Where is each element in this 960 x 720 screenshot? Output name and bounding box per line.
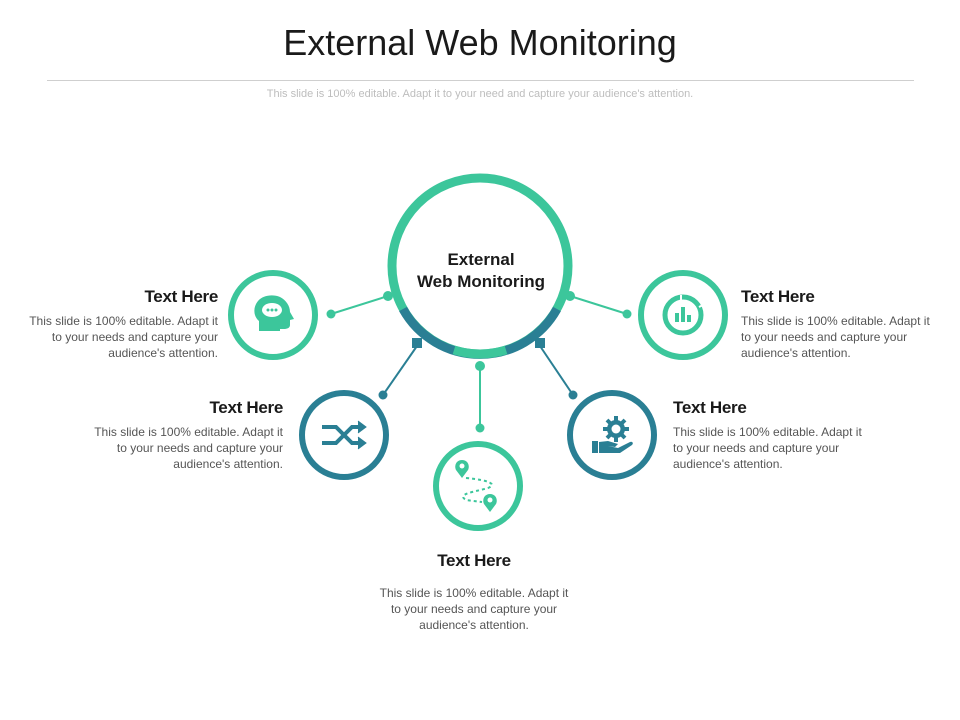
connector-dot (568, 390, 578, 400)
slide-title: External Web Monitoring (283, 22, 677, 63)
item-heading: Text Here (144, 287, 218, 306)
hub-label-line2: Web Monitoring (416, 272, 546, 291)
connector-top-right (569, 295, 628, 315)
item-description: This slide is 100% editable. Adapt it to… (29, 314, 218, 360)
item-heading: Text Here (673, 398, 747, 417)
gear-hand-icon (592, 416, 633, 453)
item-heading: Text Here (741, 287, 815, 306)
connector-dot (622, 309, 632, 319)
connector-dot (378, 390, 388, 400)
title-divider (47, 80, 914, 81)
connector-top-left (330, 295, 389, 315)
hub-label-line1: External (447, 250, 515, 269)
item-mid-left: Text Here This slide is 100% editable. A… (83, 398, 283, 472)
slide-subtitle: This slide is 100% editable. Adapt it to… (266, 88, 694, 100)
shuffle-arrows-icon (322, 420, 367, 450)
item-description: This slide is 100% editable. Adapt it to… (673, 425, 862, 471)
item-description: This slide is 100% editable. Adapt it to… (741, 314, 930, 360)
item-top-left: Text Here This slide is 100% editable. A… (18, 287, 218, 361)
hub-ring-accent (399, 306, 561, 359)
connector-dot (475, 423, 485, 433)
item-top-right: Text Here This slide is 100% editable. A… (741, 287, 941, 361)
thinking-head-icon (254, 295, 294, 331)
item-bottom: Text Here This slide is 100% editable. A… (374, 551, 574, 633)
node-ring-bottom (433, 441, 523, 531)
connector-dot (326, 309, 336, 319)
item-description: This slide is 100% editable. Adapt it to… (379, 586, 569, 632)
connector-mid-left (382, 345, 418, 396)
route-pins-icon (455, 460, 497, 512)
item-heading: Text Here (209, 398, 283, 417)
item-heading: Text Here (437, 551, 511, 570)
hub-label: External Web Monitoring (395, 249, 567, 293)
chart-ring-icon (662, 294, 704, 336)
item-mid-right: Text Here This slide is 100% editable. A… (673, 398, 873, 472)
connector-mid-right (539, 345, 574, 396)
item-description: This slide is 100% editable. Adapt it to… (94, 425, 283, 471)
